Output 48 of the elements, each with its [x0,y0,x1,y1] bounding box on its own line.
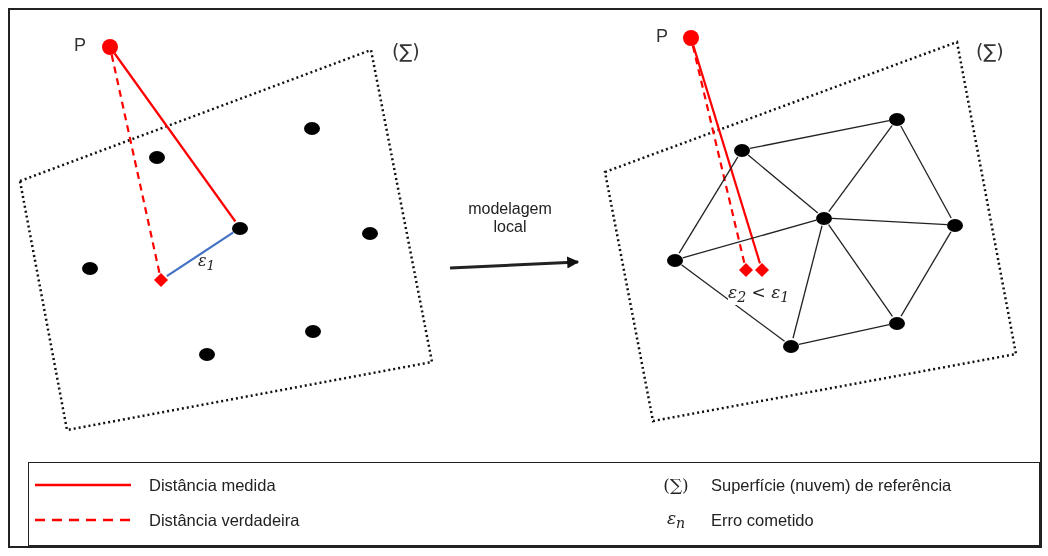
point-label: P [74,36,86,54]
connector-line [831,217,948,226]
point-marker [683,30,699,46]
connector-line [691,45,746,264]
point-marker [102,39,118,55]
connector-line [747,154,819,214]
projection-marker [739,263,753,277]
cloud-point [667,253,683,267]
connector-line [692,45,761,264]
cloud-point [82,261,98,275]
connector-line [828,124,893,213]
connector-line [900,125,952,219]
connector-line [827,223,894,318]
legend-text: Superfície (nuvem) de referência [711,475,952,495]
legend-text: Distância verdadeira [149,510,300,530]
cloud-point [947,218,963,232]
cloud-point [199,347,215,361]
connector-line [678,156,739,254]
connector-line [113,52,237,223]
arrow [449,256,580,270]
point-label: P [656,27,668,45]
point-label: (∑) [392,42,420,61]
legend-text: Erro cometido [711,510,814,530]
edge-label: ε$_{1}$ [197,252,217,274]
cloud-point [232,221,248,235]
cloud-point [889,316,905,330]
connector-line [166,231,234,278]
projection-marker [154,273,168,287]
cloud-point [734,143,750,157]
connector-line [792,225,823,339]
point-label: (∑) [976,42,1004,61]
legend-symbol: (∑) [662,475,690,495]
connector-line [680,264,786,342]
connector-line [682,219,817,259]
cloud-point [305,324,321,338]
connector-line [110,54,161,274]
connector-line [749,119,890,150]
connector-line [900,231,952,317]
legend-text: Distância medida [149,475,276,495]
cloud-point [816,211,832,225]
connector-line [798,324,890,345]
cloud-point [889,112,905,126]
cloud-point [362,226,378,240]
cloud-point [304,121,320,135]
legend-symbol: ε$_{n}$ [665,508,687,532]
projection-marker [755,263,769,277]
cloud-point [149,150,165,164]
cloud-point [783,339,799,353]
